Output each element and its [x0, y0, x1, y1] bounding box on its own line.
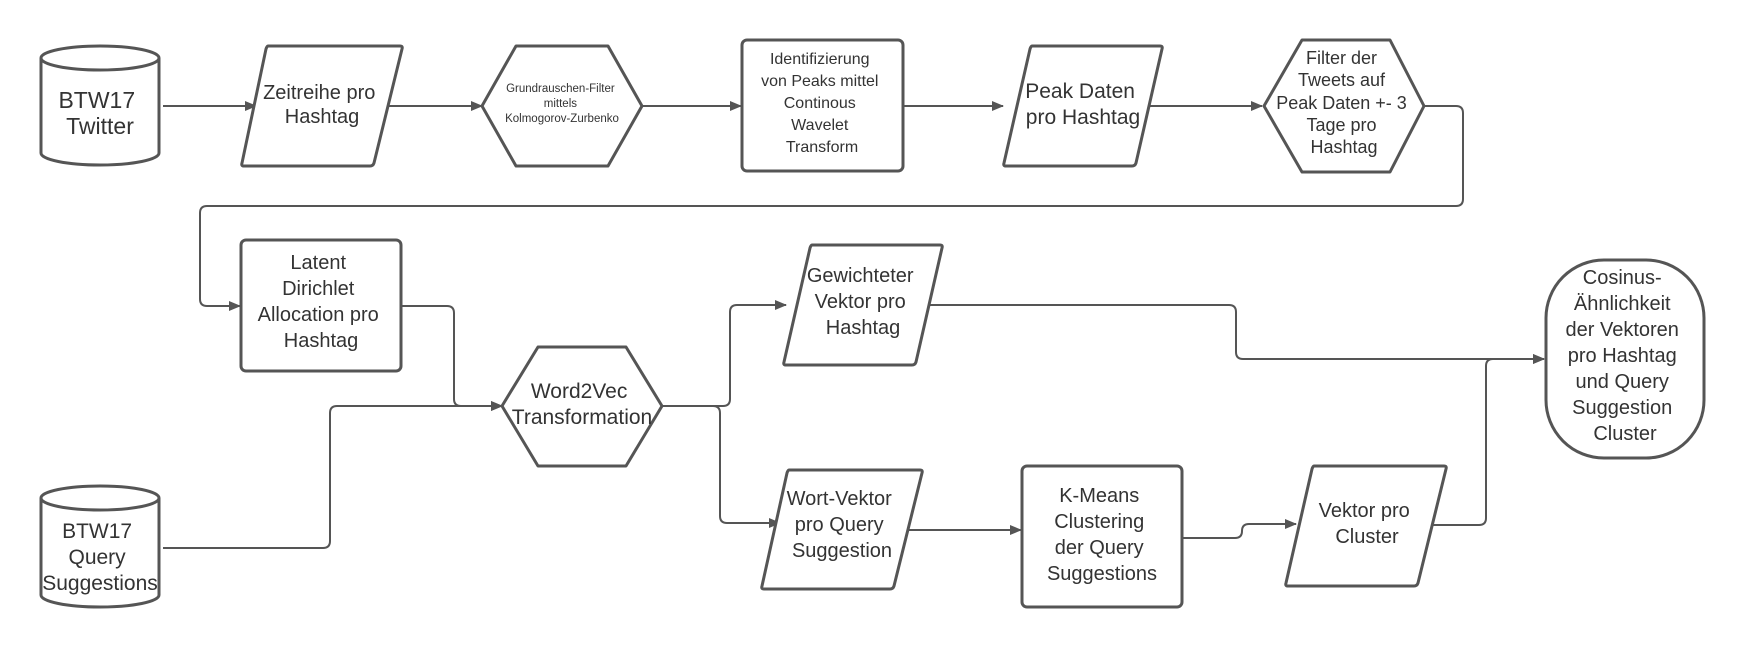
edge-kmeans-to-vektor-cluster [1183, 519, 1297, 539]
node-grundrauschen: Grundrauschen-Filter mittels Kolmogorov-… [480, 44, 644, 168]
node-wort-vektor-line-2: pro Query [795, 514, 884, 536]
node-filter-tweets-line-1: Filter der [1306, 48, 1377, 68]
node-cosinus-line-3: der Vektoren [1566, 319, 1679, 341]
node-cosinus-line-6: Suggestion [1572, 397, 1672, 419]
svg-text:BTW17 Twitter: BTW17 Twitter [58, 87, 141, 139]
node-vektor-cluster: Vektor pro Cluster [1284, 464, 1448, 588]
edges [163, 101, 1545, 549]
node-lda: Latent Dirichlet Allocation pro Hashtag [239, 238, 403, 373]
node-kmeans-line-1: K-Means [1059, 485, 1139, 507]
node-identifizierung: Identifizierung von Peaks mittel Contino… [740, 38, 905, 173]
node-vektor-cluster-line-1: Vektor pro [1319, 500, 1410, 522]
node-grundrauschen-line-1: Grundrauschen-Filter [506, 83, 615, 95]
node-btw17-twitter-line-2: Twitter [66, 113, 134, 139]
node-identifizierung-line-3: Continous [784, 95, 856, 112]
node-peak-daten-line-2: pro Hashtag [1026, 106, 1140, 129]
node-gewichteter-line-2: Vektor pro [815, 291, 906, 313]
node-btw17-query-line-1: BTW17 [62, 520, 132, 543]
node-identifizierung-line-1: Identifizierung [770, 51, 870, 68]
node-zeitreihe-line-2: Hashtag [285, 106, 360, 128]
edge-lda-to-word2vec [402, 305, 503, 411]
svg-text:Filter der Tweets auf: Filter der Tweets auf Peak Daten +- 3 Ta… [1276, 48, 1412, 157]
node-gewichteter-line-1: Gewichteter [807, 265, 914, 287]
svg-text:K-Means Clustering: K-Means Clustering der Query Suggestions [1047, 485, 1157, 585]
node-gewichteter: Gewichteter Vektor pro Hashtag [782, 243, 944, 367]
svg-text:Vektor pro Cluster: Vektor pro Cluster [1319, 500, 1416, 548]
edge-vektor-cluster-to-cosinus [1429, 354, 1545, 526]
node-btw17-query-line-2: Query [68, 546, 126, 569]
edge-word2vec-to-gewichteter [662, 300, 787, 407]
node-wort-vektor-line-1: Wort-Vektor [787, 488, 893, 510]
node-kmeans-line-4: Suggestions [1047, 563, 1157, 585]
node-cosinus-line-7: Cluster [1593, 423, 1657, 445]
node-word2vec: Word2Vec Transformation [500, 345, 664, 468]
node-peak-daten: Peak Daten pro Hashtag [1002, 44, 1164, 168]
node-btw17-query: BTW17 Query Suggestions [39, 484, 161, 609]
node-word2vec-line-1: Word2Vec [531, 380, 628, 403]
node-filter-tweets: Filter der Tweets auf Peak Daten +- 3 Ta… [1262, 38, 1426, 174]
node-gewichteter-line-3: Hashtag [826, 317, 901, 339]
node-kmeans-line-3: der Query [1055, 537, 1144, 559]
node-kmeans-line-2: Clustering [1054, 511, 1144, 533]
node-identifizierung-line-5: Transform [786, 139, 858, 156]
node-filter-tweets-line-3: Peak Daten +- 3 [1276, 93, 1407, 113]
node-wort-vektor-line-3: Suggestion [792, 540, 892, 562]
svg-text:Wort-Vektor pro Query: Wort-Vektor pro Query Suggestion [787, 488, 898, 562]
svg-text:BTW17 Query Sugges: BTW17 Query Suggestions [42, 520, 158, 595]
node-peak-daten-line-1: Peak Daten [1025, 80, 1135, 103]
svg-text:Zeitreihe pro Hashtag: Zeitreihe pro Hashtag [263, 82, 381, 128]
edge-word2vec-to-wort-vektor [662, 405, 781, 528]
node-vektor-cluster-line-2: Cluster [1335, 526, 1399, 548]
node-zeitreihe-line-1: Zeitreihe pro [263, 82, 375, 104]
node-lda-line-1: Latent [290, 252, 346, 274]
node-filter-tweets-line-2: Tweets auf [1298, 70, 1386, 90]
node-identifizierung-line-2: von Peaks mittel [761, 73, 878, 90]
node-grundrauschen-line-2: mittels [544, 98, 577, 110]
node-lda-line-2: Dirichlet [282, 278, 355, 300]
edge-gewichteter-to-cosinus [924, 304, 1545, 364]
svg-text:Word2Vec Transformation: Word2Vec Transformation [512, 380, 652, 429]
node-word2vec-line-2: Transformation [512, 406, 652, 429]
svg-text:Cosinus- Ähnlichkeit: Cosinus- Ähnlichkeit der Vektoren pro Ha… [1566, 267, 1685, 445]
node-grundrauschen-line-3: Kolmogorov-Zurbenko [505, 113, 619, 125]
edge-filter-to-lda [199, 105, 1464, 311]
svg-text:Gewichteter Vektor pro: Gewichteter Vektor pro Hashtag [807, 265, 919, 339]
node-identifizierung-line-4: Wavelet [791, 117, 849, 134]
node-wort-vektor: Wort-Vektor pro Query Suggestion [760, 468, 924, 591]
node-btw17-twitter-line-1: BTW17 [58, 87, 135, 113]
svg-text:Identifizierung von Peak: Identifizierung von Peaks mittel Contino… [761, 51, 883, 156]
node-cosinus-line-5: und Query [1576, 371, 1669, 393]
node-lda-line-4: Hashtag [284, 330, 359, 352]
node-lda-line-3: Allocation pro [258, 304, 379, 326]
node-filter-tweets-line-5: Hashtag [1310, 137, 1377, 157]
node-cosinus: Cosinus- Ähnlichkeit der Vektoren pro Ha… [1544, 258, 1706, 460]
svg-text:Peak Daten pro Hashtag: Peak Daten pro Hashtag [1025, 80, 1141, 129]
node-cosinus-line-1: Cosinus- [1583, 267, 1662, 289]
node-filter-tweets-line-4: Tage pro [1306, 115, 1376, 135]
edge-query-to-word2vec [163, 401, 503, 549]
node-cosinus-line-4: pro Hashtag [1568, 345, 1677, 367]
node-btw17-query-line-3: Suggestions [42, 572, 158, 595]
svg-text:Grundrauschen-Filter mit: Grundrauschen-Filter mittels Kolmogorov-… [505, 83, 619, 125]
node-zeitreihe: Zeitreihe pro Hashtag [240, 44, 404, 168]
node-btw17-twitter: BTW17 Twitter [39, 44, 161, 167]
svg-text:Latent Dirichlet A: Latent Dirichlet Allocation pro Hashtag [258, 252, 385, 352]
node-kmeans: K-Means Clustering der Query Suggestions [1020, 464, 1184, 609]
node-cosinus-line-2: Ähnlichkeit [1574, 293, 1671, 315]
